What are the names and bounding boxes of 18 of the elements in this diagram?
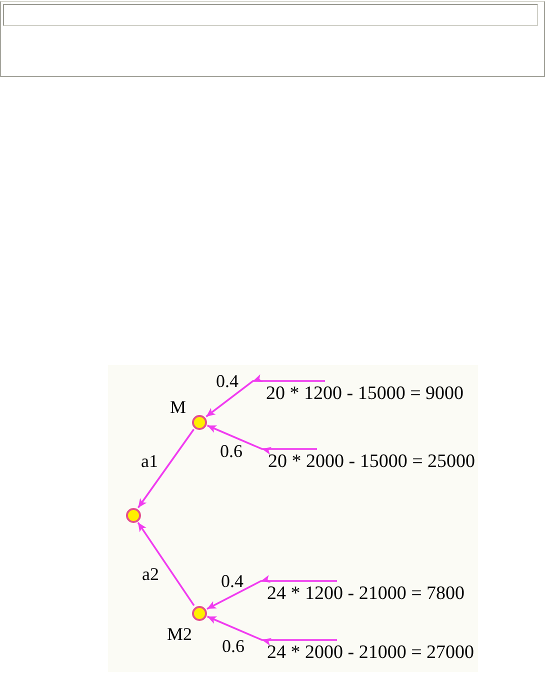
edge-label: a2: [142, 565, 159, 583]
node-label: M2: [167, 625, 192, 643]
arrow: [206, 424, 317, 455]
outcome-formula: 20 * 2000 - 15000 = 25000: [268, 449, 476, 475]
outcome-formula: 20 * 1200 - 15000 = 9000: [266, 381, 464, 407]
edge-label: a1: [141, 452, 158, 470]
outcome-formula: 24 * 1200 - 21000 = 7800: [267, 581, 465, 607]
edge-label: 0.6: [220, 442, 242, 460]
arrow: [206, 374, 325, 418]
arrow: [206, 616, 337, 646]
node-label: M: [170, 398, 186, 416]
edge-label: 0.4: [221, 572, 244, 590]
edge-label: 0.6: [222, 637, 244, 655]
edge-label: 0.4: [216, 372, 238, 390]
arrow: [137, 428, 195, 508]
arrow: [137, 522, 195, 606]
outcome-formula: 24 * 2000 - 21000 = 27000: [267, 640, 474, 666]
arrow: [206, 575, 337, 610]
